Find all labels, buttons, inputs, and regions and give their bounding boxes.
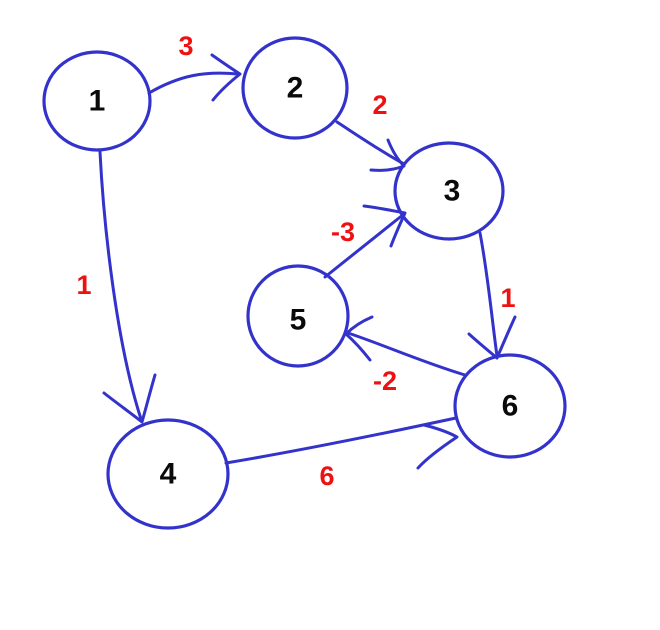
edge-4-to-6-arrowhead	[416, 423, 459, 470]
edge-6-to-5-arrowhead	[344, 315, 374, 362]
edge-2-to-3	[335, 120, 406, 172]
edge-2-to-3-line	[335, 120, 406, 166]
node-5[interactable]: 5	[246, 264, 350, 368]
edge-4-to-6-line	[224, 416, 458, 465]
edge-weight-1-to-4: 1	[76, 270, 91, 300]
edge-1-to-4	[98, 150, 157, 424]
node-6-label: 6	[502, 390, 519, 423]
edge-weight-4-to-6: 6	[319, 461, 334, 491]
edge-weight-1-to-2: 3	[178, 31, 193, 61]
edge-4-to-6	[224, 416, 459, 470]
node-6[interactable]: 6	[453, 353, 567, 459]
edge-weight-6-to-5: -2	[373, 366, 397, 396]
edge-3-to-6	[467, 231, 517, 360]
edge-3-to-6-line	[478, 231, 499, 358]
edge-1-to-4-line	[98, 150, 143, 421]
node-1-label: 1	[89, 85, 106, 118]
edge-5-to-3	[323, 204, 407, 279]
node-1-circle[interactable]	[42, 50, 152, 152]
edge-weight-2-to-3: 2	[372, 90, 387, 120]
node-4-label: 4	[160, 458, 177, 491]
edge-1-to-2	[147, 53, 242, 102]
node-3[interactable]: 3	[393, 141, 505, 241]
edge-6-to-5	[344, 315, 467, 377]
node-5-label: 5	[290, 304, 307, 337]
node-4-circle[interactable]	[106, 418, 230, 530]
node-6-circle[interactable]	[453, 353, 567, 459]
edge-weight-3-to-6: 1	[500, 283, 515, 313]
node-2[interactable]: 2	[241, 36, 349, 140]
node-3-circle[interactable]	[393, 141, 505, 241]
node-5-circle[interactable]	[246, 264, 350, 368]
node-2-label: 2	[287, 72, 304, 105]
node-4[interactable]: 4	[106, 418, 230, 530]
edge-1-to-2-arrowhead	[210, 53, 242, 102]
edge-3-to-6-arrowhead	[467, 315, 517, 360]
node-3-label: 3	[444, 175, 461, 208]
edge-6-to-5-line	[346, 331, 467, 377]
edge-weight-5-to-3: -3	[331, 217, 355, 247]
node-2-circle[interactable]	[241, 36, 349, 140]
edge-5-to-3-line	[323, 212, 406, 279]
edge-1-to-2-line	[147, 71, 240, 95]
edge-5-to-3-arrowhead	[362, 204, 407, 248]
node-1[interactable]: 1	[42, 50, 152, 152]
edge-1-to-4-arrowhead	[102, 373, 157, 424]
